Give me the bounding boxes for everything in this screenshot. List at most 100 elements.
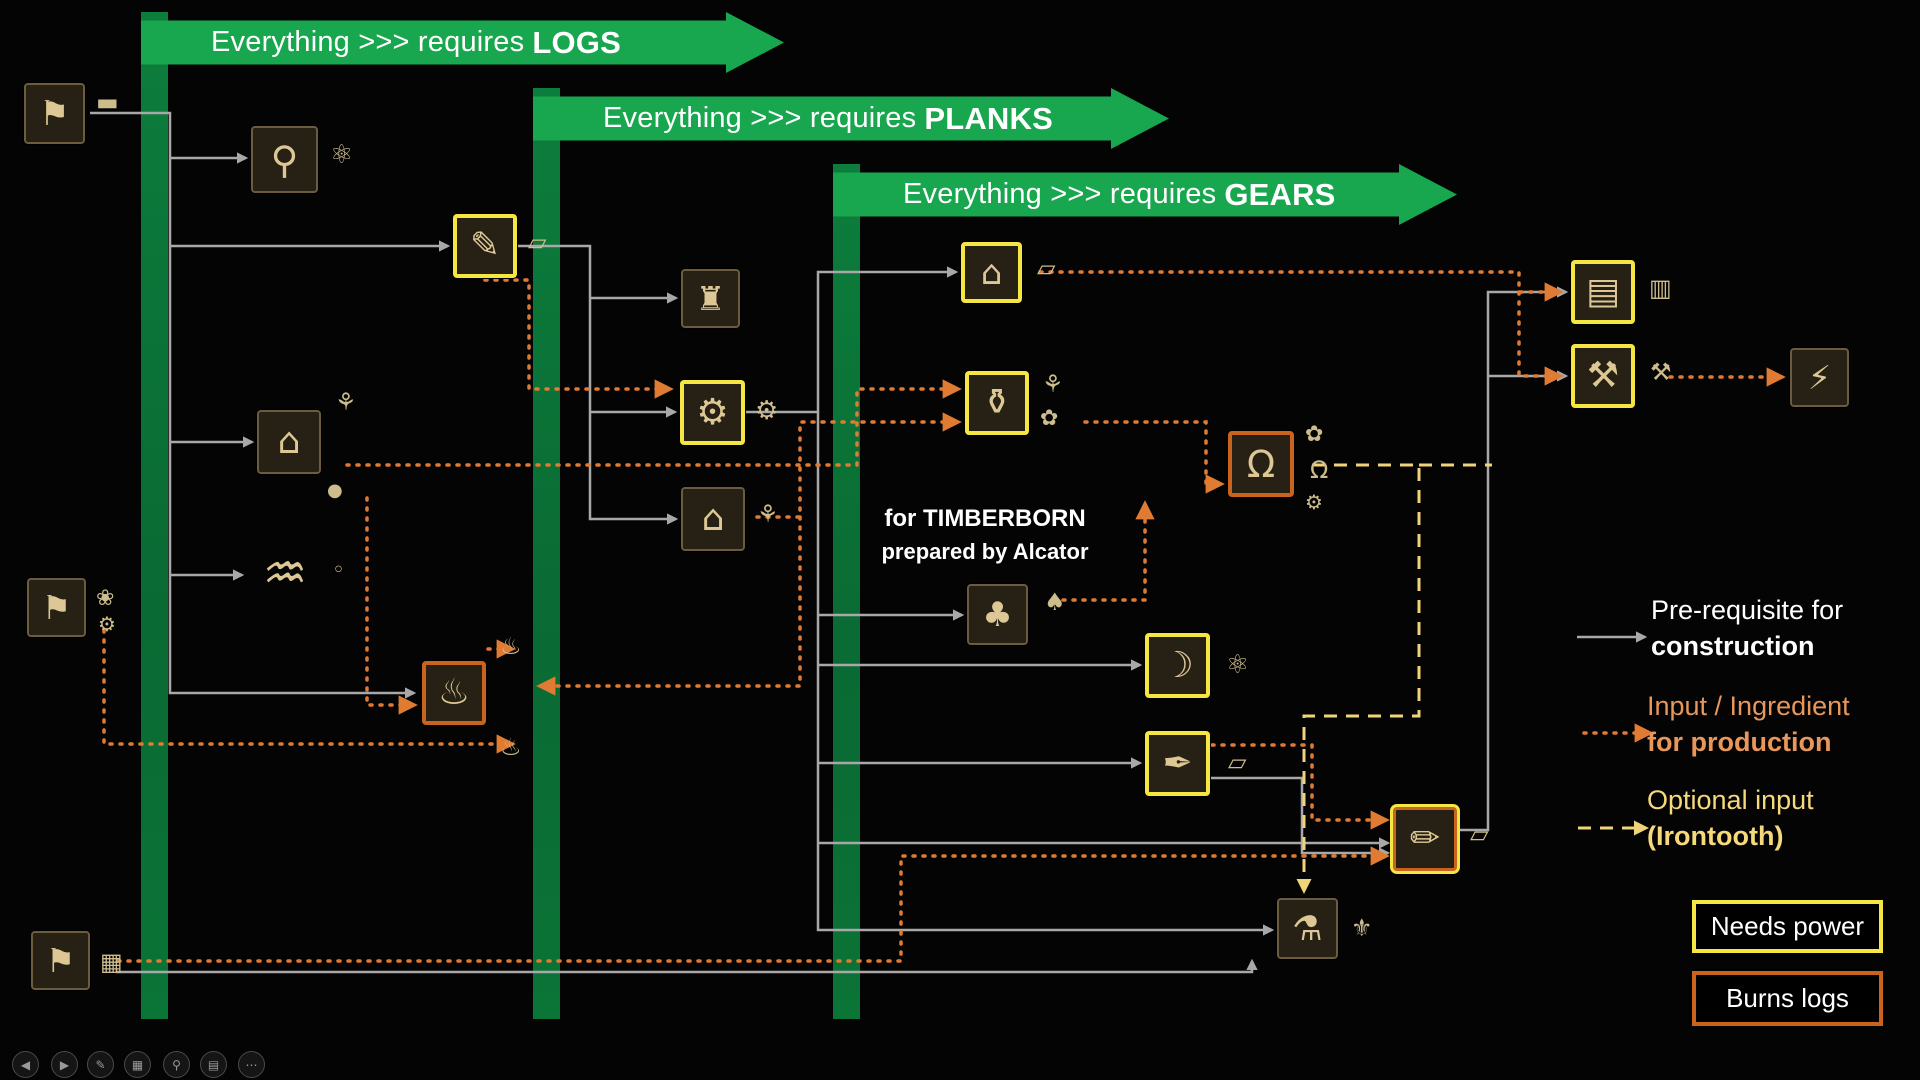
food-input-grill [536, 515, 802, 696]
third-flag-icon: ⚑ [45, 941, 76, 980]
gatherer-hut-node: ⌂ [257, 410, 321, 474]
flour-icon: ✿ [1040, 406, 1059, 431]
banner-planks-keyword: PLANKS [924, 100, 1053, 136]
refinery-node: ⚗ [1277, 898, 1338, 959]
inventor-node: ⚲ [251, 126, 318, 193]
gears-spine-to-refinery [816, 412, 1275, 936]
observatory-icon: ☽ [1161, 644, 1194, 686]
carrot-icon: ⚘ [335, 388, 357, 416]
tool-workshop-node: ⚒ [1571, 344, 1635, 408]
more-options-button[interactable]: ⋯ [238, 1051, 265, 1078]
bakery-icon: Ω [1246, 442, 1276, 486]
see-all-slides-button[interactable]: ▦ [124, 1051, 151, 1078]
flag-spine-to-grill [90, 111, 417, 699]
wheat2-icon: ⚘ [1042, 370, 1064, 398]
metal-input-printing [116, 846, 1390, 963]
needs-power-box: Needs power [1692, 900, 1883, 953]
farmhouse-node: ⌂ [681, 487, 745, 551]
tool-workshop-icon: ⚒ [1586, 355, 1620, 396]
captions-button[interactable]: ▤ [200, 1051, 227, 1078]
gears-spine-to-paper-mill [745, 266, 959, 414]
lookout-tower-icon: ♜ [695, 279, 726, 318]
third-flag-to-refinery [116, 958, 1258, 974]
lumber-mill-icon: ✎ [469, 225, 501, 266]
grill-icon: ♨ [437, 672, 471, 713]
banner-planks-prefix: Everything >>> requires [603, 102, 917, 134]
gristmill-icon: ⚱ [981, 382, 1013, 423]
banner-gears-keyword: GEARS [1224, 176, 1336, 212]
library-node: ▤ [1571, 260, 1635, 324]
log-icon: ▬ [96, 88, 119, 116]
grilled-food-top-icon: ♨ [500, 632, 522, 660]
legend-optional-line1: Optional input [1647, 785, 1814, 815]
banner-logs-keyword: LOGS [532, 24, 621, 60]
second-flag-icon: ⚑ [41, 588, 72, 627]
legend-optional-line2: (Irontooth) [1647, 821, 1784, 851]
droplet-icon: ◦ [332, 558, 345, 583]
observatory-node: ☽ [1145, 633, 1210, 698]
printing-press-node: ✏ [1393, 807, 1457, 871]
legend-optional-label: Optional input (Irontooth) [1647, 782, 1814, 854]
gear-workshop-icon: ⚙ [696, 391, 729, 433]
gristmill-node: ⚱ [965, 371, 1029, 435]
forester-icon: ♣ [982, 594, 1013, 635]
inventor-icon: ⚲ [270, 137, 299, 182]
legend-construction-line2: construction [1651, 631, 1815, 661]
paper-input-tool-workshop [1517, 290, 1564, 386]
planks-input-gear-workshop [483, 278, 674, 399]
gear-cluster-icon: ⚙ [1305, 490, 1323, 514]
legend-input-label: Input / Ingredient for production [1647, 688, 1850, 760]
badge-icon: ⚜ [1351, 914, 1373, 942]
burns-logs-box: Burns logs [1692, 971, 1883, 1026]
gears-column-bar [833, 164, 860, 1019]
optional-input-refinery [1296, 463, 1421, 894]
farmhouse-icon: ⌂ [701, 498, 725, 539]
dynamite-node: ⚡ [1790, 348, 1849, 407]
potato-icon: ● [327, 480, 343, 501]
legend-input-line2: for production [1647, 727, 1832, 757]
zoom-button[interactable]: ⚲ [163, 1051, 190, 1078]
banner-logs: Everything >>> requires LOGS [141, 12, 784, 73]
scribe-house-node: ✒ [1145, 731, 1210, 796]
library-icon: ▤ [1585, 271, 1620, 312]
paper-mill-icon: ⌂ [980, 252, 1003, 293]
third-flag-node: ⚑ [31, 931, 90, 990]
printing-press-icon: ✏ [1409, 818, 1441, 859]
scribe-to-printing-press [1210, 776, 1391, 859]
bread-icon: Ω [1310, 456, 1329, 484]
gear-small-icon: ⚙ [98, 612, 116, 636]
gear-workshop-node: ⚙ [680, 380, 745, 445]
tools-icon: ⚒ [1650, 358, 1672, 386]
banner-planks: Everything >>> requires PLANKS [533, 88, 1169, 149]
second-flag-node: ⚑ [27, 578, 86, 637]
paper2-icon: ▱ [1470, 820, 1489, 848]
gatherer-input-gristmill [345, 379, 962, 467]
books-icon: ▥ [1649, 274, 1672, 302]
wheat-icon: ⚘ [757, 500, 779, 528]
paper-mill-node: ⌂ [961, 242, 1022, 303]
plank-icon: ▱ [528, 228, 547, 256]
paper-input-library [1038, 270, 1564, 302]
planks-column-bar [533, 88, 560, 1019]
next-slide-button[interactable]: ▶ [51, 1051, 78, 1078]
forester-node: ♣ [967, 584, 1028, 645]
logs-column-bar [141, 12, 168, 1019]
potato-input-grill [365, 496, 418, 715]
lumber-mill-node: ✎ [453, 214, 517, 278]
scribe-house-icon: ✒ [1162, 742, 1193, 784]
previous-slide-button[interactable]: ◀ [12, 1051, 39, 1078]
water-pump-icon: ♒ [262, 544, 308, 602]
scribe-input-printing [1210, 743, 1390, 830]
starter-flag-icon: ⚑ [39, 93, 70, 134]
flour-input-bakery [1083, 420, 1225, 494]
flour-bag-icon: ✿ [1305, 422, 1324, 447]
lookout-tower-node: ♜ [681, 269, 740, 328]
banner-gears-prefix: Everything >>> requires [903, 178, 1217, 210]
legend-construction-label: Pre-requisite for construction [1651, 592, 1843, 664]
pen-tools-button[interactable]: ✎ [87, 1051, 114, 1078]
grilled-food-bottom-icon: ♨ [500, 733, 522, 761]
banner-logs-prefix: Everything >>> requires [211, 26, 525, 58]
legend-construction-line1: Pre-requisite for [1651, 595, 1844, 625]
